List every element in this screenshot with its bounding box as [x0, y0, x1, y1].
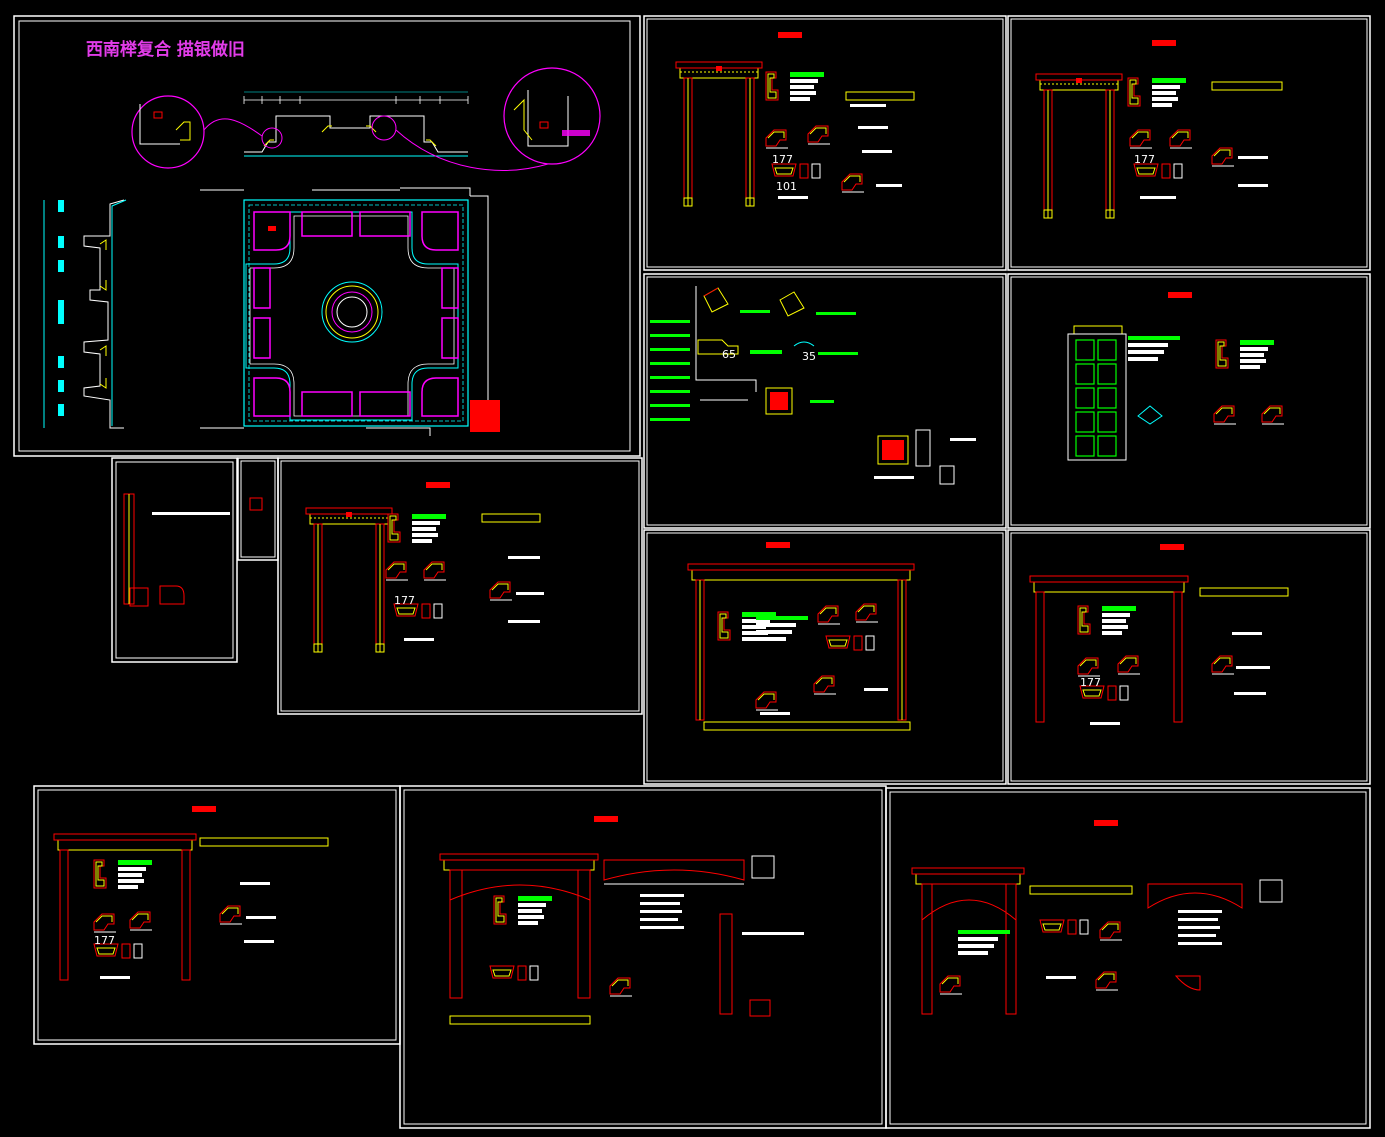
door-detail-sheet-6: 177 — [53, 806, 329, 981]
dim-101: 101 — [776, 180, 797, 193]
sheet-borders — [13, 15, 1371, 1129]
dim-65: 65 — [722, 348, 736, 361]
dim-177-e: 177 — [94, 934, 115, 947]
door-detail-sheet-4: 177 — [1029, 544, 1289, 725]
door-detail-sheet-1: 177 101 — [675, 32, 915, 207]
door-detail-sheet-5: 177 — [305, 482, 544, 653]
dim-177-c: 177 — [1080, 676, 1101, 689]
dim-177-b: 177 — [1134, 153, 1155, 166]
notes-sheet: 65 35 — [650, 286, 976, 485]
arched-door-sheet-2 — [911, 820, 1283, 1015]
dim-177-d: 177 — [394, 594, 415, 607]
tiny-detail-sheet — [249, 497, 263, 511]
door-detail-sheet-3 — [687, 542, 915, 731]
arched-door-sheet — [439, 816, 804, 1025]
dim-177: 177 — [772, 153, 793, 166]
sheet-title: 西南榉复合 描银做旧 — [86, 39, 245, 60]
window-detail-sheet — [1067, 292, 1285, 461]
column-detail-sheet — [123, 493, 230, 607]
main-ceiling-sheet: 西南榉复合 描银做旧 — [43, 39, 601, 436]
door-detail-sheet-2: 177 — [1035, 40, 1283, 219]
dim-35: 35 — [802, 350, 816, 363]
